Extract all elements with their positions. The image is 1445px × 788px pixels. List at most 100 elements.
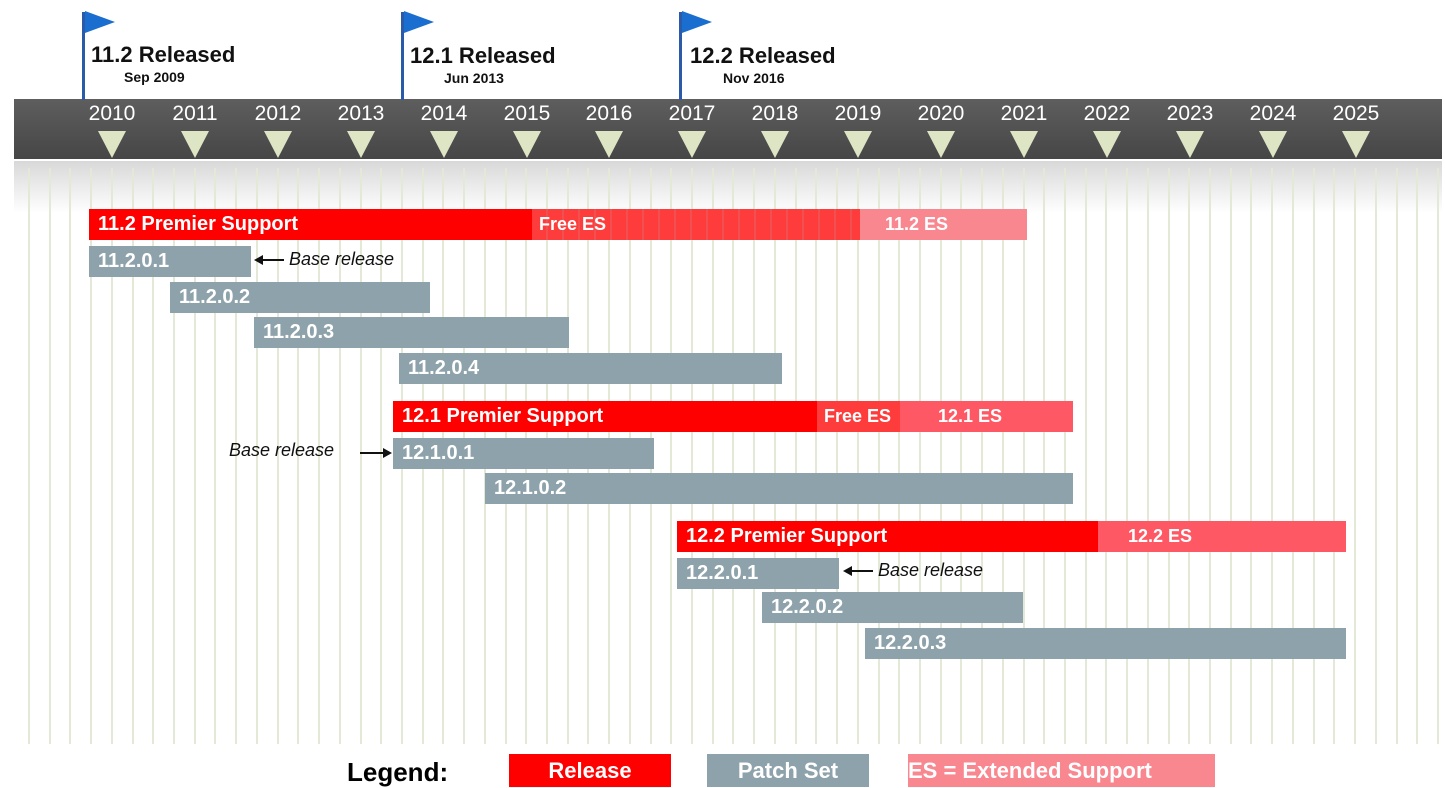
es-label: 12.1 ES <box>938 406 1003 426</box>
year-label: 2018 <box>751 102 799 125</box>
es-label: 12.2 ES <box>1128 526 1193 546</box>
grid-line <box>1023 168 1025 744</box>
grid-line <box>132 168 134 744</box>
year-tick-triangle-icon <box>347 131 375 158</box>
grid-line <box>712 168 714 744</box>
base-release-note: Base release <box>229 440 335 460</box>
patch-bar-11-2-0-2: 11.2.0.2 <box>170 282 430 313</box>
grid-line <box>836 168 838 744</box>
grid-line <box>1375 168 1377 744</box>
release-bar-11-2: 11.2 Premier Support <box>89 209 534 240</box>
year-label: 2012 <box>254 102 302 125</box>
year-label: 2021 <box>1000 102 1048 125</box>
timeline-band <box>14 99 1442 159</box>
grid-line <box>1126 168 1128 744</box>
year-label: 2014 <box>420 102 468 125</box>
year-label: 2015 <box>503 102 551 125</box>
year-tick-triangle-icon <box>98 131 126 158</box>
year-tick-triangle-icon <box>181 131 209 158</box>
grid-line <box>878 168 880 744</box>
grid-line <box>1292 168 1294 744</box>
year-tick-triangle-icon <box>1010 131 1038 158</box>
grid-line <box>297 168 299 744</box>
flagpole-12-1 <box>401 12 404 100</box>
grid-line <box>1437 168 1439 744</box>
legend-patch-set: Patch Set <box>707 754 869 787</box>
release-bar-12-1: 12.1 Premier Support <box>393 401 818 432</box>
year-label: 2025 <box>1332 102 1380 125</box>
year-tick-triangle-icon <box>678 131 706 158</box>
release-date-12-2: Nov 2016 <box>723 70 785 86</box>
year-label: 2020 <box>917 102 965 125</box>
grid-line <box>1313 168 1315 744</box>
grid-line <box>194 168 196 744</box>
flagpole-12-2 <box>679 12 682 100</box>
grid-line <box>1396 168 1398 744</box>
legend-release: Release <box>509 754 671 787</box>
grid-line <box>1085 168 1087 744</box>
release-title-11-2: 11.2 Released <box>91 42 236 67</box>
grid-line <box>670 168 672 744</box>
year-label: 2017 <box>668 102 716 125</box>
grid-line <box>960 168 962 744</box>
year-tick-triangle-icon <box>264 131 292 158</box>
release-title-12-2: 12.2 Released <box>690 43 836 68</box>
es-bar-12-1: 12.1 ES <box>900 401 1073 432</box>
grid-line <box>1230 168 1232 744</box>
grid-line <box>256 168 258 744</box>
grid-line <box>152 168 154 744</box>
year-label: 2011 <box>172 102 218 125</box>
legend-extended-support: ES = Extended Support <box>908 754 1215 787</box>
patch-bar-12-2-0-1: 12.2.0.1 <box>677 558 839 589</box>
release-date-11-2: Sep 2009 <box>124 69 185 85</box>
es-label: 11.2 ES <box>885 214 949 234</box>
grid-line <box>774 168 776 744</box>
grid-line <box>732 168 734 744</box>
grid-line <box>691 168 693 744</box>
grid-line <box>235 168 237 744</box>
grid-line <box>1250 168 1252 744</box>
grid-line <box>1209 168 1211 744</box>
grid-line <box>173 168 175 744</box>
patch-bar-12-1-0-2: 12.1.0.2 <box>485 473 1073 504</box>
free-es-label: Free ES <box>539 214 607 234</box>
patch-bar-12-2-0-3: 12.2.0.3 <box>865 628 1346 659</box>
year-tick-triangle-icon <box>1176 131 1204 158</box>
grid-line <box>1188 168 1190 744</box>
year-tick-triangle-icon <box>513 131 541 158</box>
grid-line <box>1064 168 1066 744</box>
grid-line <box>28 168 30 744</box>
year-label: 2022 <box>1083 102 1131 125</box>
grid-line <box>1271 168 1273 744</box>
year-label: 2013 <box>337 102 385 125</box>
grid-line <box>1002 168 1004 744</box>
patch-bar-11-2-0-1: 11.2.0.1 <box>89 246 251 277</box>
year-tick-triangle-icon <box>927 131 955 158</box>
year-label: 2016 <box>585 102 633 125</box>
arrow-left-icon <box>843 566 852 576</box>
patch-bar-11-2-0-3: 11.2.0.3 <box>254 317 569 348</box>
arrow-line <box>851 570 873 572</box>
grid-line <box>277 168 279 744</box>
grid-line <box>111 168 113 744</box>
timeline-shadow <box>14 161 1442 213</box>
year-label: 2010 <box>88 102 136 125</box>
grid-line <box>753 168 755 744</box>
flag-icon <box>85 11 115 33</box>
base-release-note: Base release <box>878 560 984 580</box>
year-tick-triangle-icon <box>844 131 872 158</box>
grid-line <box>1147 168 1149 744</box>
grid-line <box>49 168 51 744</box>
patch-bar-11-2-0-4: 11.2.0.4 <box>399 353 782 384</box>
grid-line <box>1333 168 1335 744</box>
flag-icon <box>404 11 434 33</box>
release-bar-12-2: 12.2 Premier Support <box>677 521 1098 552</box>
es-bar-11-2: 11.2 ES <box>860 209 1027 240</box>
release-date-12-1: Jun 2013 <box>444 70 504 86</box>
flagpole-11-2 <box>82 12 85 100</box>
year-label: 2023 <box>1166 102 1214 125</box>
arrow-left-icon <box>254 255 263 265</box>
grid-line <box>69 168 71 744</box>
year-tick-triangle-icon <box>1259 131 1287 158</box>
year-tick-triangle-icon <box>1093 131 1121 158</box>
